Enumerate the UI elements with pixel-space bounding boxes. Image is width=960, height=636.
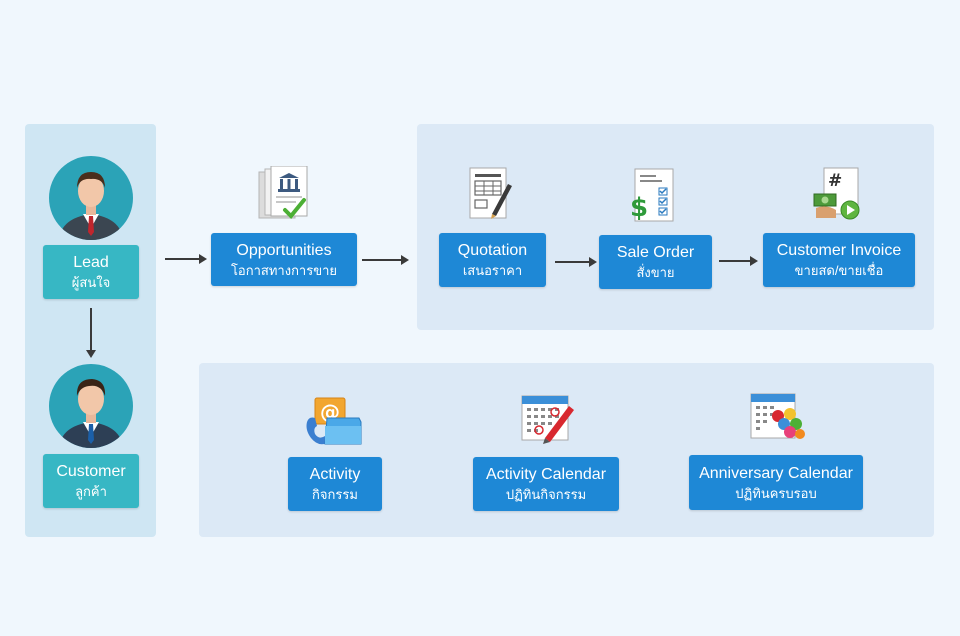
quotation-subtitle: เสนอราคา — [462, 263, 523, 278]
anniversary-calendar-box[interactable]: Anniversary Calendar ปฏิทินครบรอบ — [689, 455, 863, 510]
sales-flow-panel — [417, 124, 934, 330]
customer-invoice-box[interactable]: Customer Invoice ขายสด/ขายเชื่อ — [763, 233, 915, 287]
quotation-to-sale-order-arrow — [555, 257, 597, 267]
lead-avatar-icon — [49, 156, 133, 240]
lead-to-customer-arrow — [86, 308, 96, 358]
sale-order-to-invoice-arrow — [719, 256, 758, 266]
activity-subtitle: กิจกรรม — [312, 487, 358, 502]
lead-to-opportunities-arrow — [165, 254, 207, 264]
activity-title: Activity — [309, 466, 361, 483]
anniversary-calendar-balloons-icon — [750, 393, 805, 439]
customer-invoice-title: Customer Invoice — [776, 242, 902, 259]
activity-calendar-box[interactable]: Activity Calendar ปฏิทินกิจกรรม — [473, 457, 619, 511]
hash-symbol: # — [828, 171, 842, 191]
opportunities-box[interactable]: Opportunities โอกาสทางการขาย — [211, 233, 357, 286]
customer-subtitle: ลูกค้า — [75, 484, 107, 499]
activity-calendar-subtitle: ปฏิทินกิจกรรม — [505, 487, 587, 502]
customer-avatar-icon — [49, 364, 133, 448]
lead-title: Lead — [73, 254, 109, 271]
sale-order-title: Sale Order — [616, 244, 695, 261]
customer-invoice-subtitle: ขายสด/ขายเชื่อ — [794, 263, 884, 278]
lead-subtitle: ผู้สนใจ — [71, 275, 111, 290]
sale-order-subtitle: สั่งขาย — [636, 265, 675, 280]
opportunities-title: Opportunities — [236, 241, 332, 259]
customer-title: Customer — [56, 463, 126, 480]
activity-calendar-icon — [521, 395, 574, 444]
opportunities-to-quotation-arrow — [362, 255, 409, 265]
opportunities-subtitle: โอกาสทางการขาย — [230, 262, 338, 278]
dollar-symbol: $ — [630, 193, 648, 223]
activity-calendar-title: Activity Calendar — [485, 466, 607, 483]
customer-box[interactable]: Customer ลูกค้า — [43, 454, 139, 508]
anniversary-calendar-subtitle: ปฏิทินครบรอบ — [735, 485, 817, 501]
quotation-box[interactable]: Quotation เสนอราคา — [439, 233, 546, 287]
activity-mail-folder-icon: @ — [306, 397, 362, 445]
quotation-title: Quotation — [457, 242, 528, 259]
invoice-cash-icon: # — [813, 167, 860, 220]
documents-icon — [258, 166, 308, 219]
activity-box[interactable]: Activity กิจกรรม — [288, 457, 382, 511]
checklist-dollar-icon: $ — [630, 168, 674, 223]
sale-order-box[interactable]: Sale Order สั่งขาย — [599, 235, 712, 289]
anniversary-calendar-title: Anniversary Calendar — [699, 464, 853, 482]
lead-box[interactable]: Lead ผู้สนใจ — [43, 245, 139, 299]
quotation-document-icon — [469, 167, 512, 219]
